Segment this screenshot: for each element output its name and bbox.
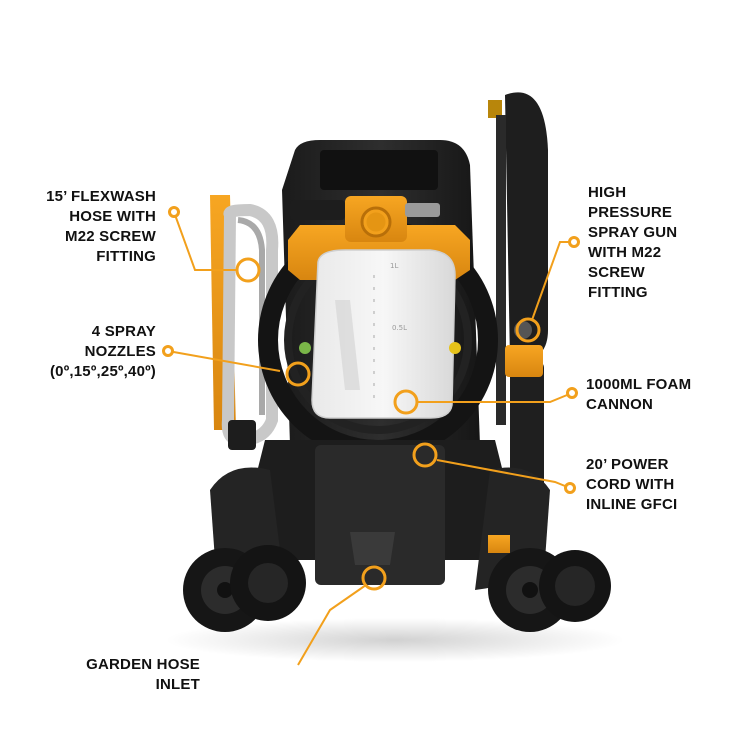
- wheel-right-rear: [539, 550, 611, 622]
- leader-inlet: [297, 584, 367, 666]
- callout-spray-gun: HIGH PRESSURE SPRAY GUN WITH M22 SCREW F…: [588, 184, 678, 301]
- floor-shadow: [165, 618, 625, 662]
- nozzle-yellow: [449, 342, 461, 354]
- bottle-mark-half-l: 0.5L: [392, 324, 407, 332]
- ring-spray-gun: [515, 317, 541, 343]
- callout-nozzles-angles: (0º,15º,25º,40º): [49, 363, 156, 380]
- leader-hose: [173, 211, 236, 271]
- nozzle-green: [299, 342, 311, 354]
- marker-hose: [168, 206, 180, 218]
- leader-foam: [418, 392, 573, 403]
- wheel-left-rear: [230, 545, 306, 621]
- callout-garden-inlet: GARDEN HOSE INLET: [86, 656, 200, 693]
- ring-hose: [235, 257, 261, 283]
- callout-power-cord: 20’ POWER CORD WITH INLINE GFCI: [586, 456, 678, 513]
- ring-nozzles: [285, 361, 311, 387]
- ring-foam: [393, 389, 419, 415]
- callout-hose: 15’ FLEXWASH HOSE WITH M22 SCREW FITTING: [46, 188, 156, 265]
- callout-foam-cannon: 1000ML FOAM CANNON: [586, 376, 692, 413]
- washer-base: [210, 440, 550, 590]
- ring-inlet: [361, 565, 387, 591]
- marker-foam: [566, 387, 578, 399]
- leader-nozzles: [167, 350, 281, 372]
- ring-cord: [412, 442, 438, 468]
- marker-spray-gun: [568, 236, 580, 248]
- marker-nozzles: [162, 345, 174, 357]
- marker-cord: [564, 482, 576, 494]
- flexwash-hose-reel: [210, 195, 279, 450]
- callout-rings: [235, 209, 541, 591]
- bottle-mark-1l: 1L: [390, 262, 398, 270]
- callout-nozzles-title: 4 SPRAY NOZZLES: [84, 323, 156, 360]
- foam-cannon-bottle: [311, 249, 456, 419]
- ring-top: [363, 209, 389, 235]
